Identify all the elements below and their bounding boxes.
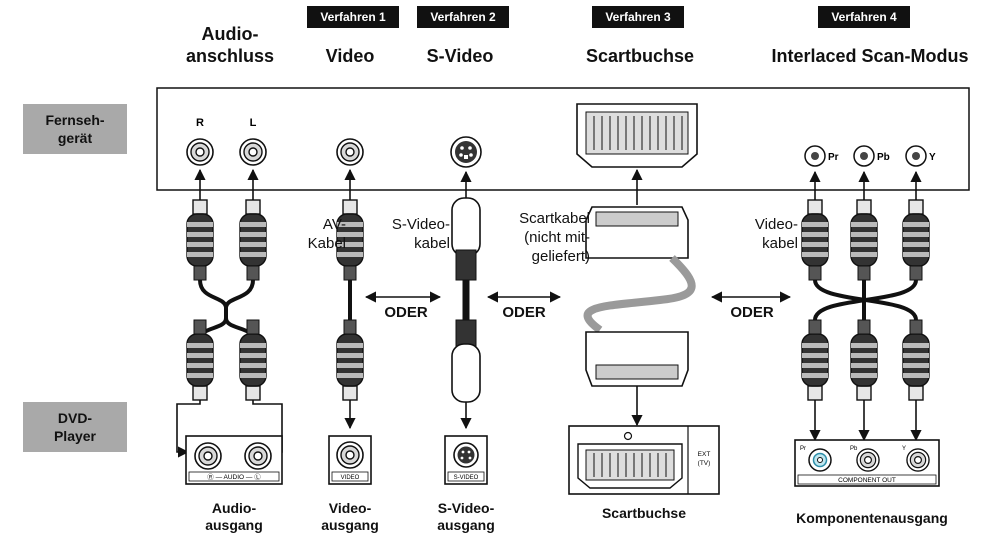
tv-jack-label-pr: Pr xyxy=(828,152,839,163)
scart-cable-line2: (nicht mit- xyxy=(524,228,590,246)
tv-side-line1: Fernseh- xyxy=(45,112,105,128)
svideo-cable-line1: S-Video- xyxy=(391,216,450,233)
tv-side-line2: gerät xyxy=(57,130,93,146)
dvd-svideo-panel-text: S-VIDEO xyxy=(454,475,479,481)
bottom-svideo-label: S-Video- ausgang xyxy=(421,500,511,534)
component-cable xyxy=(801,199,930,442)
method-3-badge: Verfahren 3 xyxy=(592,6,684,28)
svideo-cable-line2: kabel xyxy=(414,234,450,252)
bottom-svideo-line1: S-Video- xyxy=(437,500,495,516)
bottom-audio-label: Audio- ausgang xyxy=(184,500,284,534)
dvd-scart-panel: EXT (TV) xyxy=(568,425,720,495)
method-4-badge: Verfahren 4 xyxy=(818,6,910,28)
bottom-video-line2: ausgang xyxy=(321,516,379,533)
dvd-component-panel: Pr Pb Y COMPONENT OUT xyxy=(794,439,940,487)
header-video: Video xyxy=(325,46,375,66)
header-svideo: S-Video xyxy=(426,46,494,66)
tv-panel xyxy=(156,87,970,191)
scart-cable-line3: geliefert) xyxy=(531,247,590,265)
oder-label-1: ODER xyxy=(384,304,428,321)
scart-cable xyxy=(583,206,696,427)
dvd-video-panel-text: VIDEO xyxy=(341,475,360,481)
dvd-side-line1: DVD- xyxy=(57,410,93,426)
tv-audio-r-jack xyxy=(186,138,214,166)
video-cable-line1: Video- xyxy=(754,216,798,233)
header-audio: Audio- anschluss xyxy=(160,24,300,67)
bottom-video-line1: Video- xyxy=(328,500,372,516)
header-scart: Scartbuchse xyxy=(585,46,695,66)
header-audio-line2: anschluss xyxy=(185,45,275,66)
bottom-audio-line2: ausgang xyxy=(205,516,263,533)
tv-svideo-jack xyxy=(450,136,482,168)
tv-jack-label-r: R xyxy=(196,117,204,129)
dvd-comp-panel-text: COMPONENT OUT xyxy=(838,477,896,484)
scart-cable-label: Scartkabel (nicht mit- geliefert) xyxy=(496,210,590,266)
audio-cable xyxy=(176,199,283,458)
dvd-comp-y-label: Y xyxy=(902,446,906,452)
method-2-badge: Verfahren 2 xyxy=(417,6,509,28)
bottom-component-label: Komponentenausgang xyxy=(796,510,948,526)
dvd-side-line2: Player xyxy=(53,428,97,444)
dvd-scart-ext-line2: (TV) xyxy=(698,460,711,467)
bottom-scart-label: Scartbuchse xyxy=(601,505,687,521)
video-cable xyxy=(336,199,364,430)
dvd-comp-pb-label: Pb xyxy=(850,446,858,452)
dvd-audio-panel: Ⓡ — AUDIO — Ⓛ xyxy=(185,435,283,485)
dvd-svideo-panel: S-VIDEO xyxy=(444,435,488,485)
tv-component-pr-jack xyxy=(804,145,826,167)
header-interlaced: Interlaced Scan-Modus xyxy=(771,46,969,66)
av-cable-label: AV- Kabel xyxy=(290,216,346,254)
svideo-cable-label: S-Video- kabel xyxy=(370,216,450,254)
scart-cable-line1: Scartkabel xyxy=(519,210,590,227)
av-cable-line2: Kabel xyxy=(307,234,346,252)
dvd-side-label: DVD- Player xyxy=(23,402,127,452)
bottom-audio-line1: Audio- xyxy=(211,500,257,516)
tv-jack-label-pb: Pb xyxy=(877,152,890,163)
bottom-svideo-line2: ausgang xyxy=(437,516,495,533)
tv-jack-label-l: L xyxy=(250,117,257,129)
oder-label-3: ODER xyxy=(730,304,774,321)
dvd-scart-ext-line1: EXT xyxy=(698,451,711,458)
video-cable-line2: kabel xyxy=(762,234,798,252)
header-audio-line1: Audio- xyxy=(201,24,259,44)
bottom-video-label: Video- ausgang xyxy=(305,500,395,534)
svideo-cable xyxy=(451,197,481,430)
tv-component-y-jack xyxy=(905,145,927,167)
video-cable-label: Video- kabel xyxy=(728,216,798,254)
dvd-audio-panel-text: Ⓡ — AUDIO — Ⓛ xyxy=(207,473,261,481)
tv-video-jack xyxy=(336,138,364,166)
tv-side-label: Fernseh- gerät xyxy=(23,104,127,154)
tv-audio-l-jack xyxy=(239,138,267,166)
av-cable-line1: AV- xyxy=(322,216,346,233)
tv-jack-label-y: Y xyxy=(929,152,936,163)
dvd-video-panel: VIDEO xyxy=(328,435,372,485)
method-1-badge: Verfahren 1 xyxy=(307,6,399,28)
tv-scart-jack xyxy=(576,103,698,168)
dvd-comp-pr-label: Pr xyxy=(800,446,806,452)
tv-component-pb-jack xyxy=(853,145,875,167)
oder-label-2: ODER xyxy=(502,304,546,321)
